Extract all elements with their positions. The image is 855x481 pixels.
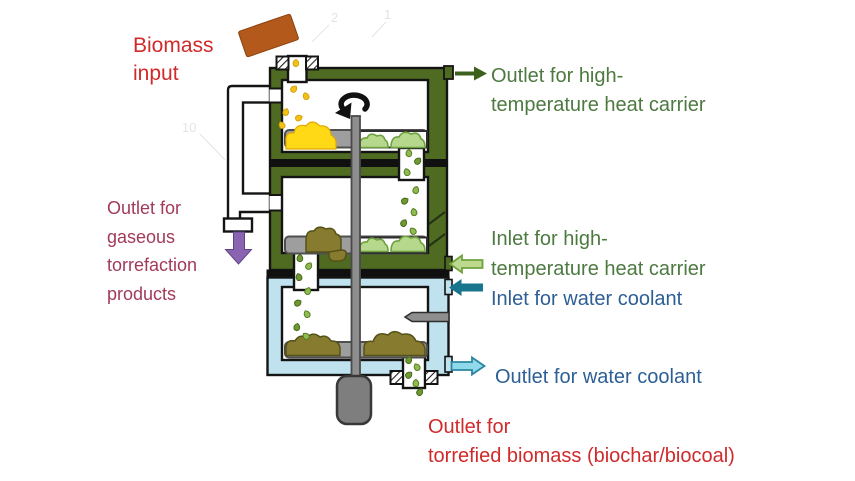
label-outlet-torrefied: Outlet for torrefied biomass (biochar/bi… xyxy=(428,413,735,471)
label-line: gaseous xyxy=(107,226,176,247)
label-biomass-input: Biomass input xyxy=(133,32,214,88)
hot-biomass-pile xyxy=(285,121,337,150)
arrow-gas-outlet xyxy=(224,231,253,265)
drive-motor xyxy=(335,374,373,426)
arrow-heat-outlet xyxy=(455,66,487,81)
label-inlet-water-coolant: Inlet for water coolant xyxy=(491,288,683,310)
hopper-flange-left xyxy=(275,55,290,71)
label-outlet-gaseous: Outlet for gaseous torrefaction products xyxy=(107,194,197,308)
arrow-heat-inlet xyxy=(448,253,484,275)
label-outlet-water-coolant: Outlet for water coolant xyxy=(495,366,702,388)
torrefied-biomass-piles xyxy=(285,330,426,357)
water-inlet-fitting xyxy=(403,311,450,323)
label-line: products xyxy=(107,283,177,304)
biomass-feed-block xyxy=(238,13,299,58)
feed-hopper xyxy=(275,54,319,84)
label-inlet-heat-carrier: Inlet for high- temperature heat carrier xyxy=(491,224,706,284)
label-line: temperature heat carrier xyxy=(491,94,706,116)
label-line: torrefaction xyxy=(107,255,198,275)
label-line: input xyxy=(133,62,179,85)
ghost-figure-numbers: 2 1 10 xyxy=(182,7,391,161)
torrefying-biomass-pile xyxy=(305,226,347,262)
gas-outlet-pipe xyxy=(222,84,274,233)
label-line: Outlet for xyxy=(107,198,182,218)
agitator-shaft xyxy=(350,115,361,379)
label-line: Inlet for high- xyxy=(491,228,608,250)
watermark-1: 1 xyxy=(384,7,391,22)
pipe-flange xyxy=(222,217,254,233)
watermark-2: 2 xyxy=(331,10,338,25)
label-outlet-heat-carrier: Outlet for high- temperature heat carrie… xyxy=(491,62,706,120)
label-line: temperature heat carrier xyxy=(491,258,706,280)
fresh-biomass-mounds-stage-2 xyxy=(358,235,426,253)
arrow-water-inlet xyxy=(449,279,483,296)
label-line: Outlet for xyxy=(428,416,511,438)
label-line: Biomass xyxy=(133,34,214,57)
heat-outlet-stub xyxy=(443,65,454,80)
label-line: Outlet for high- xyxy=(491,65,624,87)
arrow-water-outlet xyxy=(450,355,487,377)
rotation-arrow xyxy=(335,92,370,119)
watermark-10: 10 xyxy=(182,120,196,135)
hopper-flange-right xyxy=(305,55,319,71)
particle-channels xyxy=(292,146,427,390)
wall-shading-lines xyxy=(428,211,446,247)
fresh-biomass-mounds-stage-1 xyxy=(358,131,426,149)
biomass-outlet-flanges xyxy=(389,370,439,385)
label-line: torrefied biomass (biochar/biocoal) xyxy=(428,445,735,467)
